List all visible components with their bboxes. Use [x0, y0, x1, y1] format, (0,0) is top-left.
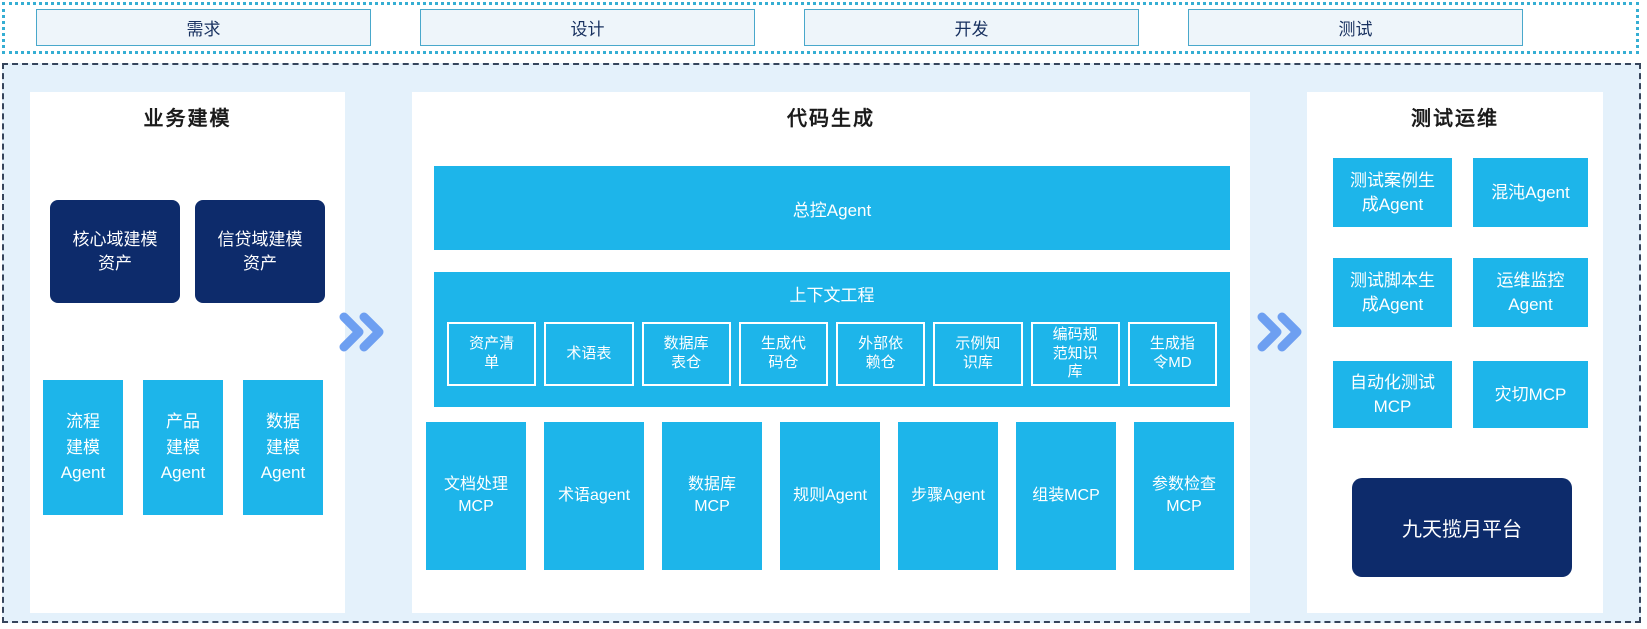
disaster-switch-mcp-box: 灾切MCP — [1473, 361, 1588, 428]
generate-instruction-md-item: 生成指 令MD — [1127, 322, 1217, 386]
glossary-item: 术语表 — [544, 322, 634, 386]
jiutian-lanyue-platform-box: 九天揽月平台 — [1352, 478, 1572, 577]
core-domain-asset-box: 核心域建模 资产 — [50, 200, 180, 303]
context-engineering-box: 上下文工程 资产清 单 术语表 数据库 表仓 生成代 码仓 外部依 赖仓 示例知… — [434, 272, 1230, 407]
assembly-mcp-box: 组装MCP — [1016, 422, 1116, 570]
test-script-gen-agent-box: 测试脚本生 成Agent — [1333, 258, 1452, 327]
database-mcp-box: 数据库 MCP — [662, 422, 762, 570]
asset-list-item: 资产清 单 — [447, 322, 537, 386]
ops-monitor-agent-box: 运维监控 Agent — [1473, 258, 1588, 327]
step-agent-box: 步骤Agent — [898, 422, 998, 570]
external-deps-repo-item: 外部依 赖仓 — [836, 322, 926, 386]
business-modeling-panel: 业务建模 核心域建模 资产 信贷域建模 资产 流程 建模 Agent 产品 建模… — [30, 92, 345, 613]
tool-row: 文档处理 MCP 术语agent 数据库 MCP 规则Agent 步骤Agent… — [426, 422, 1236, 570]
business-modeling-title: 业务建模 — [143, 108, 232, 130]
db-table-repo-item: 数据库 表仓 — [641, 322, 731, 386]
credit-domain-asset-box: 信贷域建模 资产 — [195, 200, 325, 303]
test-ops-title: 测试运维 — [1411, 108, 1499, 130]
master-agent-bar: 总控Agent — [434, 166, 1230, 250]
coding-standards-kb-item: 编码规 范知识 库 — [1030, 322, 1120, 386]
doc-processing-mcp-box: 文档处理 MCP — [426, 422, 526, 570]
code-generation-panel: 代码生成 总控Agent 上下文工程 资产清 单 术语表 数据库 表仓 生成代 … — [412, 92, 1250, 613]
example-kb-item: 示例知 识库 — [933, 322, 1023, 386]
rule-agent-box: 规则Agent — [780, 422, 880, 570]
double-chevron-right-icon — [339, 312, 384, 352]
phase-design: 设计 — [420, 9, 755, 46]
phase-strip: 需求 设计 开发 测试 — [2, 2, 1639, 54]
double-chevron-right-icon — [1257, 312, 1302, 352]
phase-development: 开发 — [804, 9, 1139, 46]
terminology-agent-box: 术语agent — [544, 422, 644, 570]
test-ops-panel: 测试运维 测试案例生 成Agent 混沌Agent 测试脚本生 成Agent 运… — [1307, 92, 1603, 613]
data-modeling-agent-box: 数据 建模 Agent — [243, 380, 323, 515]
automated-test-mcp-box: 自动化测试 MCP — [1333, 361, 1452, 428]
test-case-gen-agent-box: 测试案例生 成Agent — [1333, 158, 1452, 227]
process-modeling-agent-box: 流程 建模 Agent — [43, 380, 123, 515]
phase-testing: 测试 — [1188, 9, 1523, 46]
product-modeling-agent-box: 产品 建模 Agent — [143, 380, 223, 515]
chaos-agent-box: 混沌Agent — [1473, 158, 1588, 227]
context-engineering-title: 上下文工程 — [789, 286, 875, 305]
context-items-row: 资产清 单 术语表 数据库 表仓 生成代 码仓 外部依 赖仓 示例知 识库 编码… — [447, 322, 1217, 386]
phase-requirements: 需求 — [36, 9, 371, 46]
param-check-mcp-box: 参数检查 MCP — [1134, 422, 1234, 570]
code-generation-title: 代码生成 — [787, 108, 875, 130]
generated-code-repo-item: 生成代 码仓 — [738, 322, 828, 386]
